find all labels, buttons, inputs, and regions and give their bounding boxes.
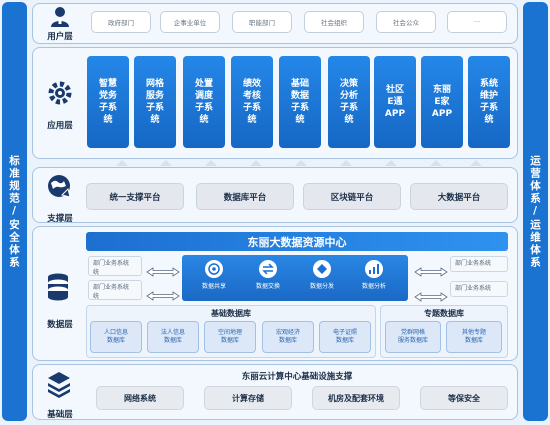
up-arrow — [470, 160, 482, 166]
dept-system-left[interactable]: 部门业务系统 统 — [88, 280, 142, 300]
gear-icon — [45, 78, 75, 108]
topic-database[interactable]: 其他专题 数据库 — [446, 321, 502, 353]
support-platform[interactable]: 区块链平台 — [303, 183, 401, 210]
dept-system-left[interactable]: 部门业务系统 统 — [88, 256, 142, 276]
data-service[interactable]: 数据分发 — [294, 260, 350, 290]
support-platform[interactable]: 数据库平台 — [196, 183, 294, 210]
data-center-title-bar: 东丽大数据资源中心 — [86, 232, 508, 251]
topic-database[interactable]: 党群网格 服务数据库 — [385, 321, 441, 353]
bidirectional-arrow-icon — [146, 286, 180, 305]
data-service-label: 数据分发 — [309, 283, 334, 290]
globe-icon — [44, 172, 74, 200]
up-arrow — [160, 160, 172, 166]
user-layer-label: 用户层 — [47, 32, 73, 42]
base-database[interactable]: 电子证照 数据库 — [319, 321, 371, 353]
infra-layer-label: 基础层 — [47, 410, 73, 420]
data-service[interactable]: 数据共享 — [186, 260, 242, 290]
app-subsystem[interactable]: 绩效 考核 子系 统 — [231, 56, 273, 148]
up-arrow — [205, 160, 217, 166]
data-service[interactable]: 数据分析 — [346, 260, 402, 290]
user-icon — [47, 5, 73, 29]
user-chip[interactable]: ··· — [447, 11, 507, 33]
up-arrow — [250, 160, 262, 166]
base-database[interactable]: 法人信息 数据库 — [147, 321, 199, 353]
up-arrow — [295, 160, 307, 166]
app-subsystem[interactable]: 网格 服务 子系 统 — [134, 56, 176, 148]
app-subsystem[interactable]: 系统 维护 子系 统 — [468, 56, 510, 148]
app-subsystem[interactable]: 东丽 E家 APP — [421, 56, 463, 148]
base-database[interactable]: 宏观经济 数据库 — [262, 321, 314, 353]
data-center-title: 东丽大数据资源中心 — [247, 235, 347, 249]
base-database[interactable]: 人口信息 数据库 — [90, 321, 142, 353]
dept-system-right[interactable]: 部门业务系统 — [450, 256, 508, 272]
data-distribute-icon — [313, 260, 331, 278]
app-layer-label: 应用层 — [47, 121, 73, 131]
data-service-label: 数据分析 — [361, 283, 386, 290]
right-sidebar: 运营体系/运维体系 — [523, 2, 548, 421]
infra-item[interactable]: 机房及配套环境 — [312, 386, 400, 410]
right-sidebar-label: 运营体系/运维体系 — [529, 154, 541, 269]
data-service-label: 数据共享 — [201, 283, 226, 290]
database-icon — [45, 272, 71, 302]
infra-item[interactable]: 计算存储 — [204, 386, 292, 410]
bidirectional-arrow-icon — [414, 262, 448, 281]
user-chip[interactable]: 企事业单位 — [160, 11, 220, 33]
base-database[interactable]: 空间地理 数据库 — [204, 321, 256, 353]
data-layer-label: 数据层 — [47, 320, 73, 330]
data-analysis-icon — [365, 260, 383, 278]
bidirectional-arrow-icon — [414, 287, 448, 306]
data-service-label: 数据交换 — [255, 283, 280, 290]
layers-icon — [45, 369, 73, 399]
user-chip[interactable]: 政府部门 — [91, 11, 151, 33]
user-chip[interactable]: 社会公众 — [376, 11, 436, 33]
bidirectional-arrow-icon — [146, 262, 180, 281]
app-subsystem[interactable]: 基础 数据 子系 统 — [279, 56, 321, 148]
app-subsystem[interactable]: 社区 E通 APP — [374, 56, 416, 148]
up-arrow — [430, 160, 442, 166]
left-sidebar: 标准规范/安全体系 — [2, 2, 27, 421]
support-platform[interactable]: 统一支撑平台 — [86, 183, 184, 210]
up-arrow — [116, 160, 128, 166]
up-arrow — [385, 160, 397, 166]
app-subsystem[interactable]: 决策 分析 子系 统 — [328, 56, 370, 148]
data-exchange-icon — [259, 260, 277, 278]
topic-db-title: 专题数据库 — [424, 309, 464, 318]
dept-system-right[interactable]: 部门业务系统 — [450, 281, 508, 297]
left-sidebar-label: 标准规范/安全体系 — [8, 154, 20, 269]
support-layer-label: 支撑层 — [47, 214, 73, 224]
user-chip[interactable]: 职能部门 — [232, 11, 292, 33]
infra-title: 东丽云计算中心基础设施支撑 — [241, 372, 353, 382]
infra-item[interactable]: 网络系统 — [96, 386, 184, 410]
support-platform[interactable]: 大数据平台 — [410, 183, 508, 210]
base-db-title: 基础数据库 — [211, 309, 251, 318]
app-subsystem[interactable]: 处置 调度 子系 统 — [183, 56, 225, 148]
data-service[interactable]: 数据交换 — [240, 260, 296, 290]
data-share-icon — [205, 260, 223, 278]
infra-item[interactable]: 等保安全 — [420, 386, 508, 410]
up-arrow — [340, 160, 352, 166]
user-chip[interactable]: 社会组织 — [304, 11, 364, 33]
app-subsystem[interactable]: 智慧 党务 子系 统 — [87, 56, 129, 148]
